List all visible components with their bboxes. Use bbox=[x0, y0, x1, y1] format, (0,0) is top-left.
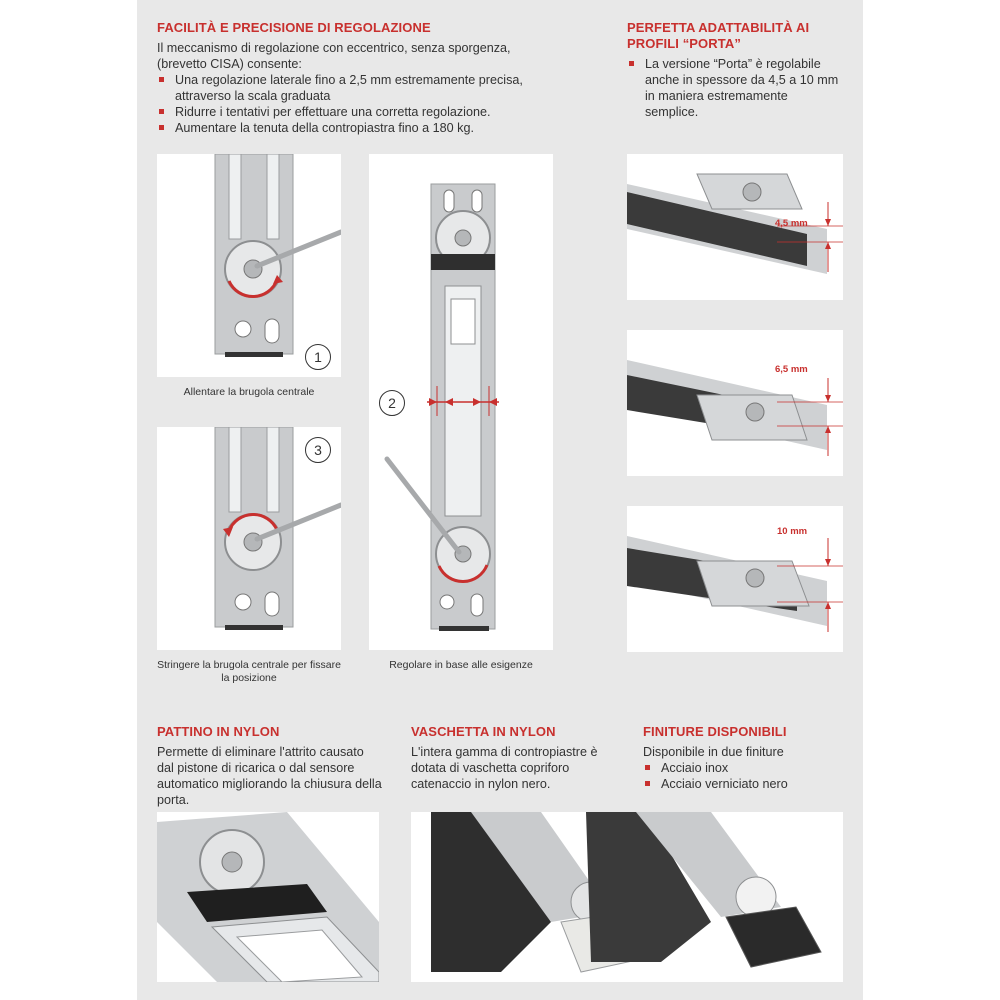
step-2-caption: Regolare in base alle esigenze bbox=[389, 659, 533, 671]
list-item: Una regolazione laterale fino a 2,5 mm e… bbox=[157, 72, 567, 104]
list-item: Aumentare la tenuta della contropiastra … bbox=[157, 120, 567, 136]
photo-step-1: 1 bbox=[157, 154, 341, 377]
strike-plate-image bbox=[214, 154, 341, 357]
vaschetta-text: L'intera gamma di contropiastre è dotata… bbox=[411, 745, 598, 791]
photo-step-2: 2 bbox=[369, 154, 553, 650]
photo-thickness-1: 4,5 mm bbox=[627, 154, 843, 300]
strike-plate-image bbox=[214, 427, 341, 630]
photo-thickness-2: 6,5 mm bbox=[627, 330, 843, 476]
regolazione-bullets: Una regolazione laterale fino a 2,5 mm e… bbox=[157, 72, 567, 136]
porta-profile-image bbox=[627, 536, 843, 632]
step-number-3: 3 bbox=[305, 437, 331, 463]
thickness-label-1: 4,5 mm bbox=[775, 218, 808, 229]
vaschetta-title: VASCHETTA IN NYLON bbox=[411, 724, 556, 739]
step-3-caption: Stringere la brugola centrale per fissar… bbox=[157, 659, 341, 684]
photo-thickness-3: 10 mm bbox=[627, 506, 843, 652]
porta-profile-image bbox=[627, 173, 843, 274]
list-item: Acciaio verniciato nero bbox=[643, 776, 843, 792]
pattino-title: PATTINO IN NYLON bbox=[157, 724, 280, 739]
adattabilita-bullets: La versione “Porta” è regolabile anche i… bbox=[627, 56, 842, 120]
regolazione-title: FACILITÀ E PRECISIONE DI REGOLAZIONE bbox=[157, 20, 431, 35]
strike-plate-long-image bbox=[384, 183, 499, 631]
finiture-intro: Disponibile in due finiture bbox=[643, 745, 784, 759]
step-number-1: 1 bbox=[305, 344, 331, 370]
list-item: Acciaio inox bbox=[643, 760, 843, 776]
step-number-2: 2 bbox=[379, 390, 405, 416]
photo-vaschetta bbox=[411, 812, 843, 982]
list-item: La versione “Porta” è regolabile anche i… bbox=[627, 56, 842, 120]
finiture-bullets: Acciaio inox Acciaio verniciato nero bbox=[643, 760, 843, 792]
thickness-label-2: 6,5 mm bbox=[775, 364, 808, 375]
photo-step-3: 3 bbox=[157, 427, 341, 650]
step-1-caption: Allentare la brugola centrale bbox=[183, 386, 315, 398]
regolazione-intro: Il meccanismo di regolazione con eccentr… bbox=[157, 41, 511, 71]
porta-profile-image bbox=[627, 360, 843, 456]
pattino-text: Permette di eliminare l'attrito causato … bbox=[157, 745, 382, 807]
list-item: Ridurre i tentativi per effettuare una c… bbox=[157, 104, 567, 120]
nylon-pad-image bbox=[157, 812, 379, 982]
thickness-label-3: 10 mm bbox=[777, 526, 808, 537]
adattabilita-title: PERFETTA ADATTABILITÀ AI PROFILI “PORTA” bbox=[627, 20, 810, 51]
finiture-title: FINITURE DISPONIBILI bbox=[643, 724, 787, 739]
photo-pattino bbox=[157, 812, 379, 982]
nylon-box-image bbox=[431, 812, 822, 973]
